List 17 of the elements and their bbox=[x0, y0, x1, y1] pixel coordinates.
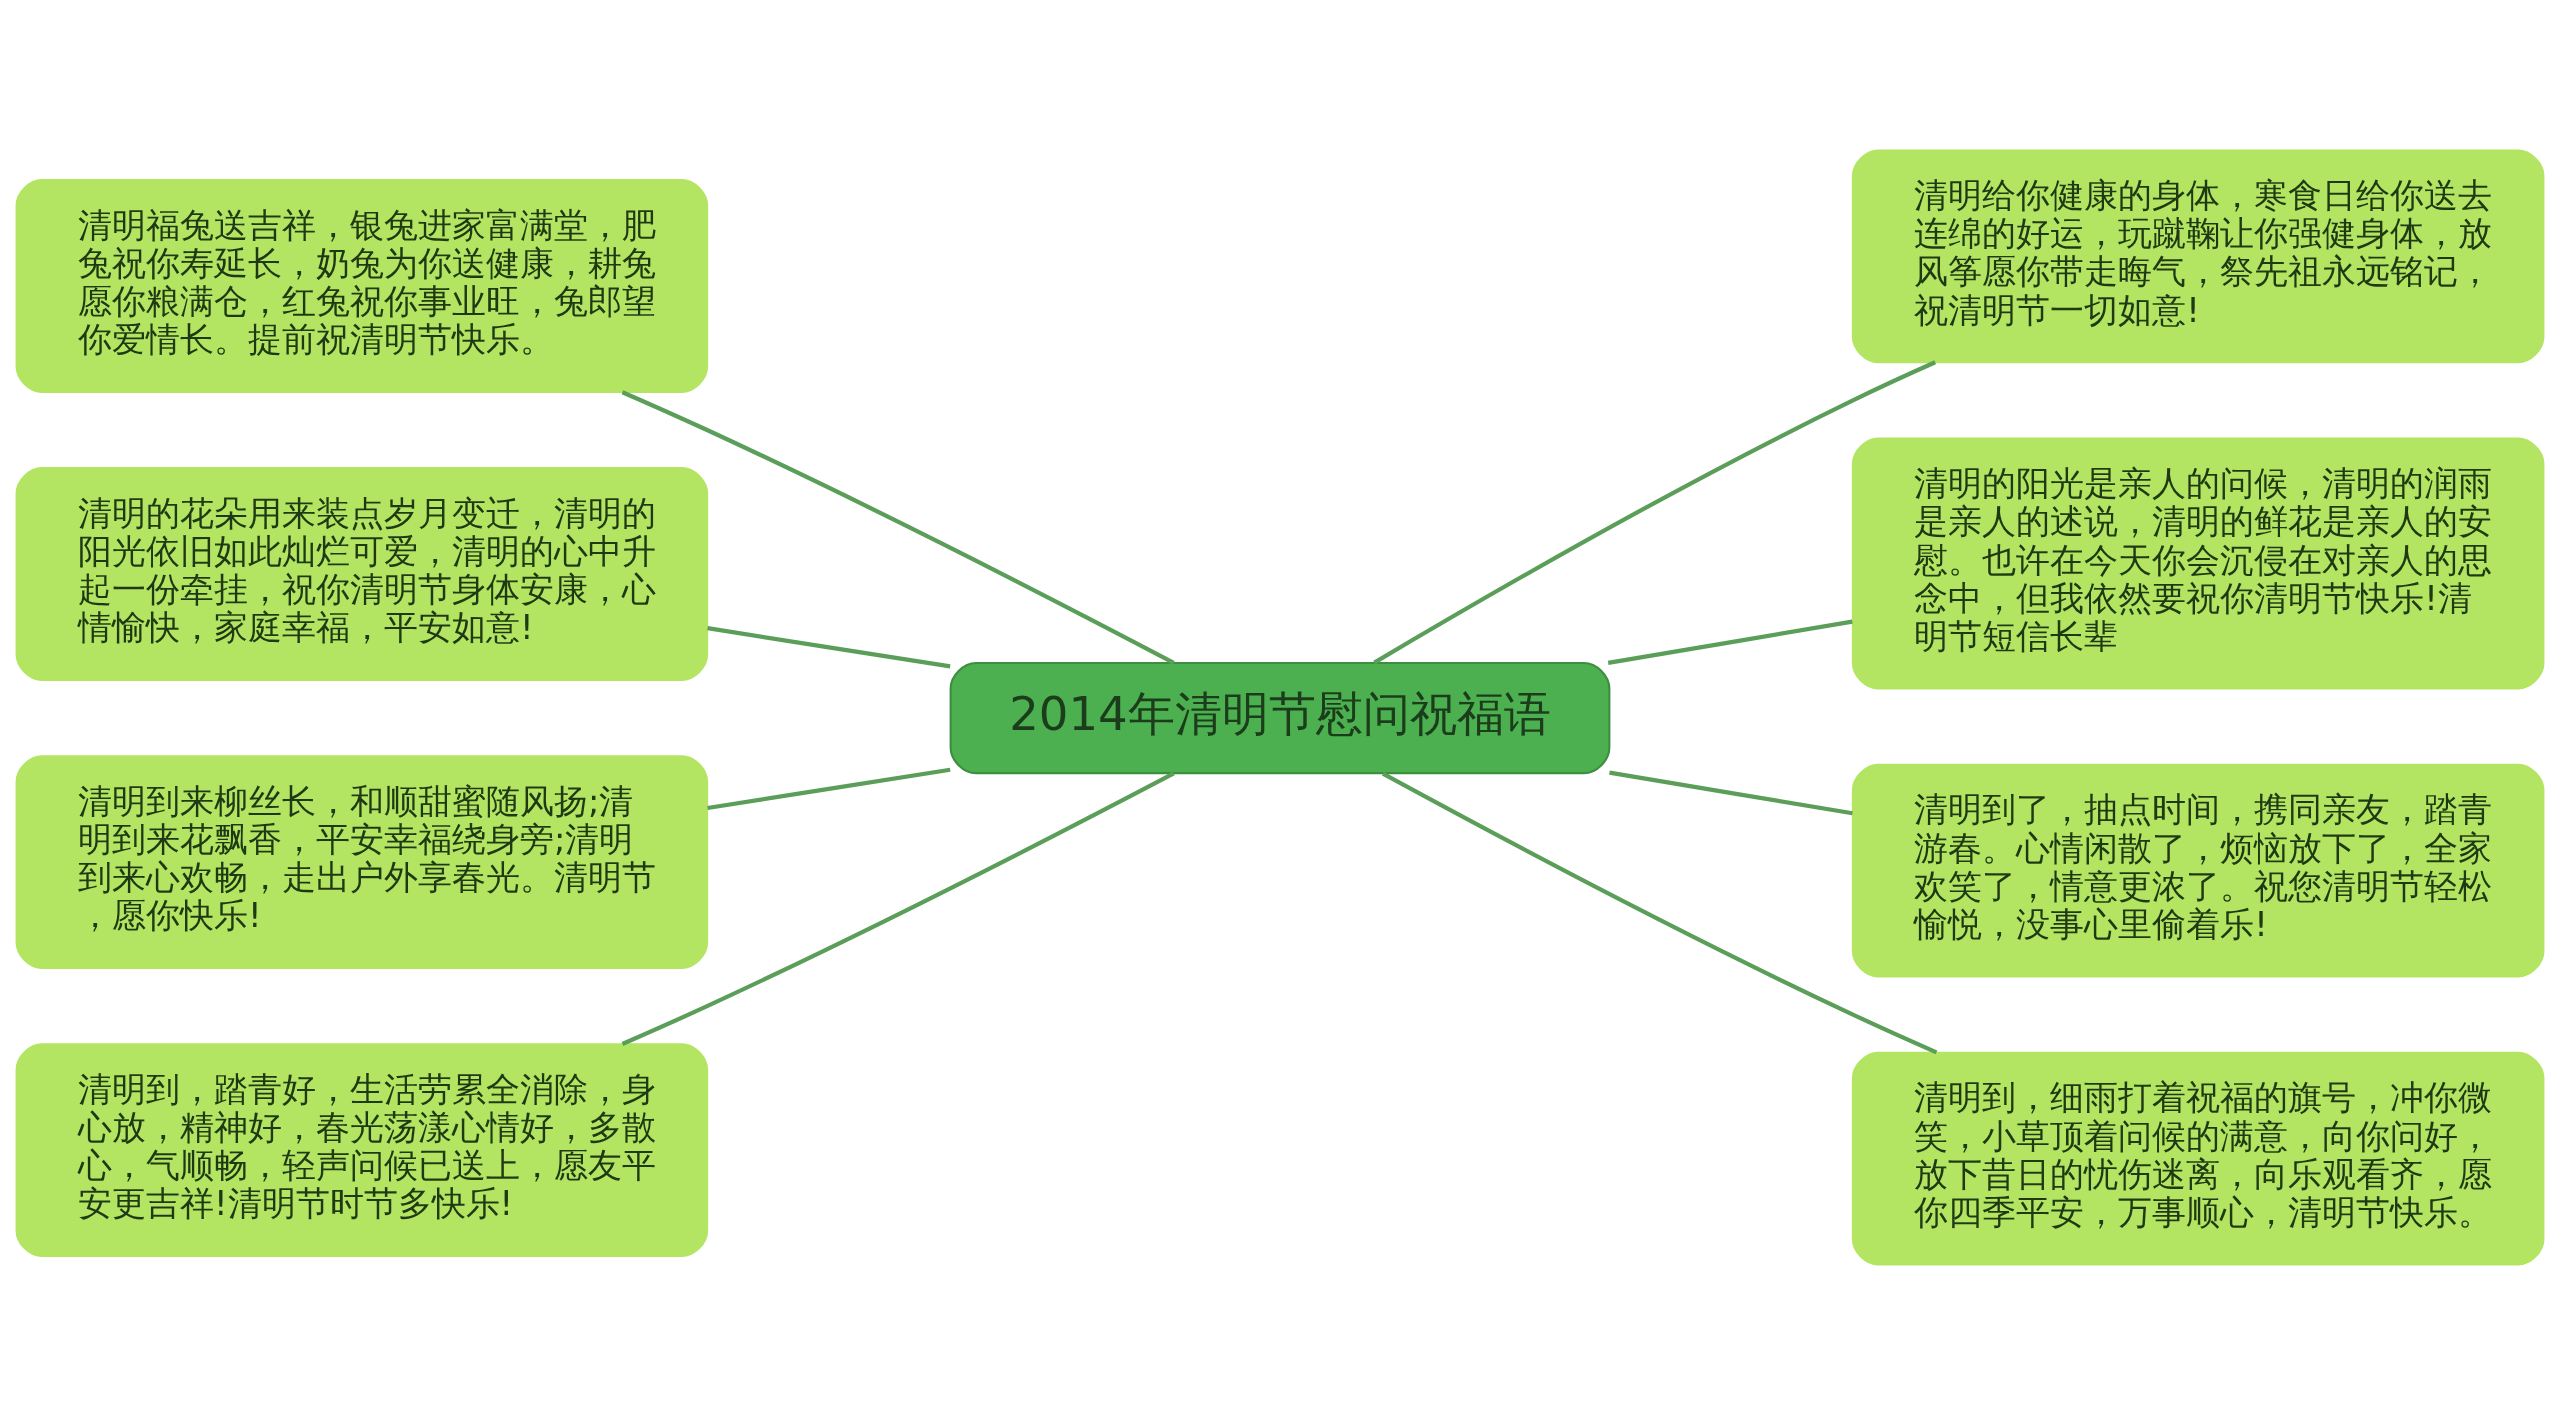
connector bbox=[707, 625, 951, 669]
node-box: 清明给你健康的身体，寒食日给你送去连绵的好运，玩蹴鞠让你强健身体，放风筝愿你带走晦气，祭先祖永远铭记，祝清明节一切如意! bbox=[1851, 148, 2545, 363]
node-box: 2014年清明节慰问祝福语 bbox=[949, 661, 1611, 774]
connector bbox=[1381, 771, 1938, 1054]
connector bbox=[621, 771, 1175, 1046]
node-box: 清明到，踏青好，生活劳累全消除，身心放，精神好，春光荡漾心情好，多散心，气顺畅，轻声问候已送上，愿友平安更吉祥!清明节时节多快乐! bbox=[15, 1042, 709, 1257]
node-box: 清明到来柳丝长，和顺甜蜜随风扬;清明到来花飘香，平安幸福绕身旁;清明到来心欢畅，走出户外享春光。清明节，愿你快乐! bbox=[15, 754, 709, 969]
connector bbox=[1373, 359, 1937, 664]
node-box: 清明到了，抽点时间，携同亲友，踏青游春。心情闲散了，烦恼放下了，全家欢笑了，情意更浓了。祝您清明节轻松愉悦，没事心里偷着乐! bbox=[1851, 763, 2545, 978]
connector bbox=[1609, 770, 1853, 815]
node-box: 清明到，细雨打着祝福的旗号，冲你微笑，小草顶着问候的满意，向你问好，放下昔日的忧伤迷离，向乐观看齐，愿你四季平安，万事顺心，清明节快乐。 bbox=[1851, 1051, 2545, 1266]
connector bbox=[707, 767, 951, 810]
connector bbox=[1607, 619, 1853, 665]
connector bbox=[621, 389, 1175, 665]
node-box: 清明的阳光是亲人的问候，清明的润雨是亲人的述说，清明的鲜花是亲人的安慰。也许在今天你会沉侵在对亲人的思念中，但我依然要祝你清明节快乐!清明节短信长辈 bbox=[1851, 436, 2545, 689]
node-box: 清明的花朵用来装点岁月变迁，清明的阳光依旧如此灿烂可爱，清明的心中升起一份牵挂，祝你清明节身体安康，心情愉快，家庭幸福，平安如意! bbox=[15, 466, 709, 681]
node-box: 清明福兔送吉祥，银兔进家富满堂，肥兔祝你寿延长，奶兔为你送健康，耕兔愿你粮满仓，红兔祝你事业旺，兔郎望你爱情长。提前祝清明节快乐。 bbox=[15, 178, 709, 393]
